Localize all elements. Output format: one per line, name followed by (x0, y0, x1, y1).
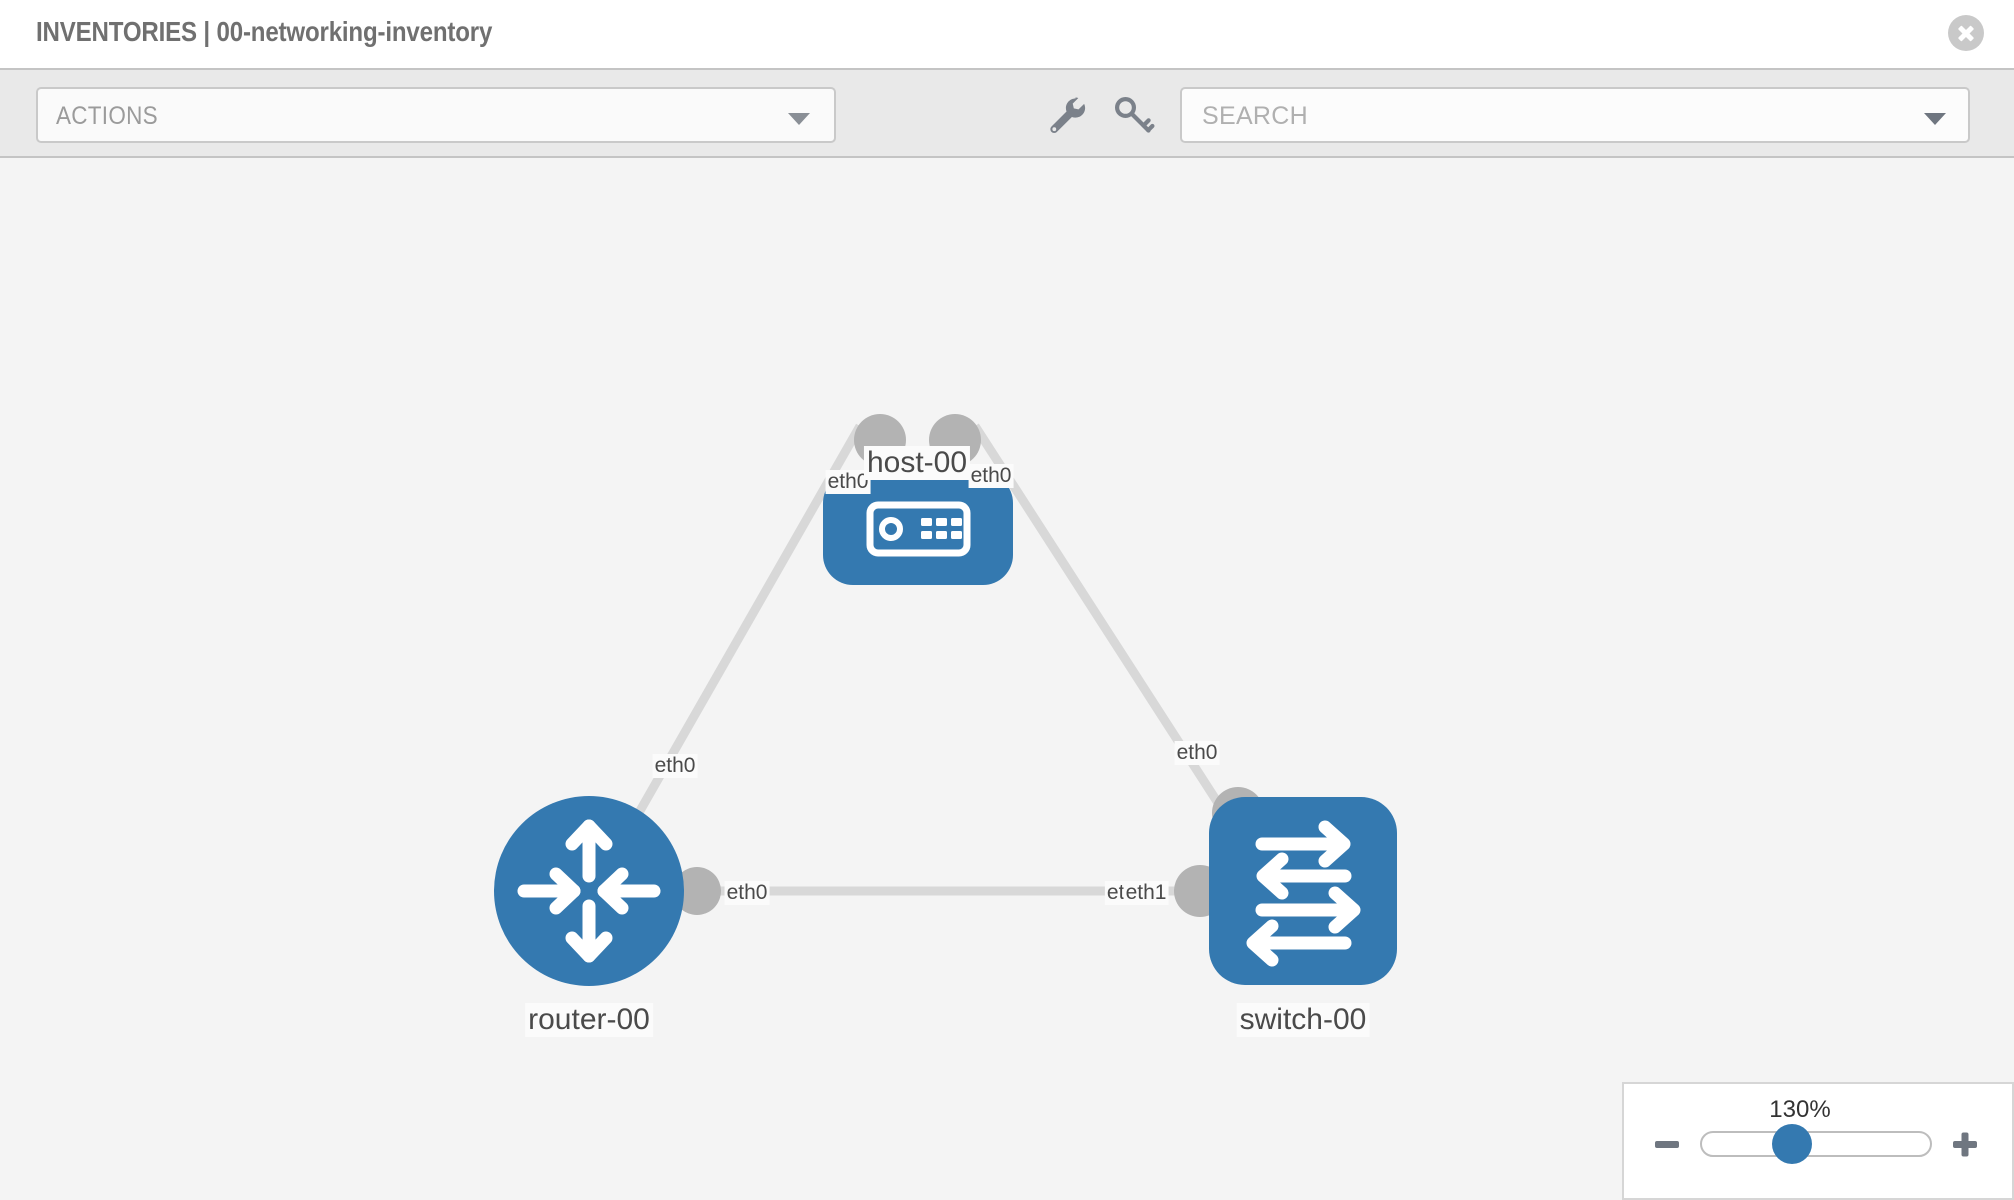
node-switch-00-shape (1209, 797, 1397, 985)
link-host-router (609, 423, 864, 861)
actions-dropdown-label: ACTIONS (56, 102, 158, 130)
minus-icon[interactable] (1652, 1130, 1682, 1160)
iface-label-switch-to-router: eth1 (1123, 881, 1169, 905)
iface-label-router-to-host: eth0 (652, 754, 698, 778)
zoom-slider-thumb[interactable] (1772, 1124, 1812, 1164)
switch-arrows-icon (1246, 820, 1361, 967)
topology-graph (494, 414, 1397, 986)
topology-canvas[interactable]: eth0 eth0 host-00 eth0 eth0 eth0 etl eth… (0, 158, 2014, 1200)
zoom-level-value: 130% (1769, 1096, 1831, 1123)
node-host-00 (823, 473, 1013, 585)
node-label-host-00: host-00 (863, 446, 971, 480)
link-host-switch (971, 423, 1251, 851)
plus-icon[interactable] (1950, 1130, 1980, 1160)
zoom-control-panel: 130% (1622, 1082, 2014, 1200)
node-label-router-00: router-00 (525, 1003, 653, 1037)
iface-label-switch-to-host: eth0 (1174, 741, 1220, 765)
node-host-00-shape (823, 473, 1013, 585)
key-icon[interactable] (1110, 92, 1156, 138)
wrench-icon[interactable] (1042, 92, 1088, 138)
node-label-switch-00: switch-00 (1236, 1003, 1370, 1037)
node-router-00 (494, 796, 684, 986)
chevron-down-icon (788, 113, 810, 125)
iface-label-host-left: eth0 (825, 470, 871, 494)
search-input[interactable] (1200, 89, 1904, 143)
zoom-slider-track[interactable] (1700, 1131, 1932, 1157)
iface-label-host-right: eth0 (968, 464, 1014, 488)
page-title: INVENTORIES | 00-networking-inventory (36, 16, 493, 47)
server-icon (866, 501, 971, 557)
node-router-00-shape (494, 796, 684, 986)
iface-label-router-to-switch: eth0 (724, 881, 770, 905)
search-field[interactable] (1180, 87, 1970, 143)
node-switch-00 (1209, 797, 1397, 985)
page-header: INVENTORIES | 00-networking-inventory (0, 0, 2014, 68)
chevron-down-icon (1924, 113, 1946, 125)
connector-router-right (673, 867, 721, 915)
close-icon[interactable] (1948, 15, 1984, 51)
actions-dropdown[interactable]: ACTIONS (36, 87, 836, 143)
toolbar: ACTIONS (0, 68, 2014, 158)
router-arrows-icon (517, 819, 661, 963)
